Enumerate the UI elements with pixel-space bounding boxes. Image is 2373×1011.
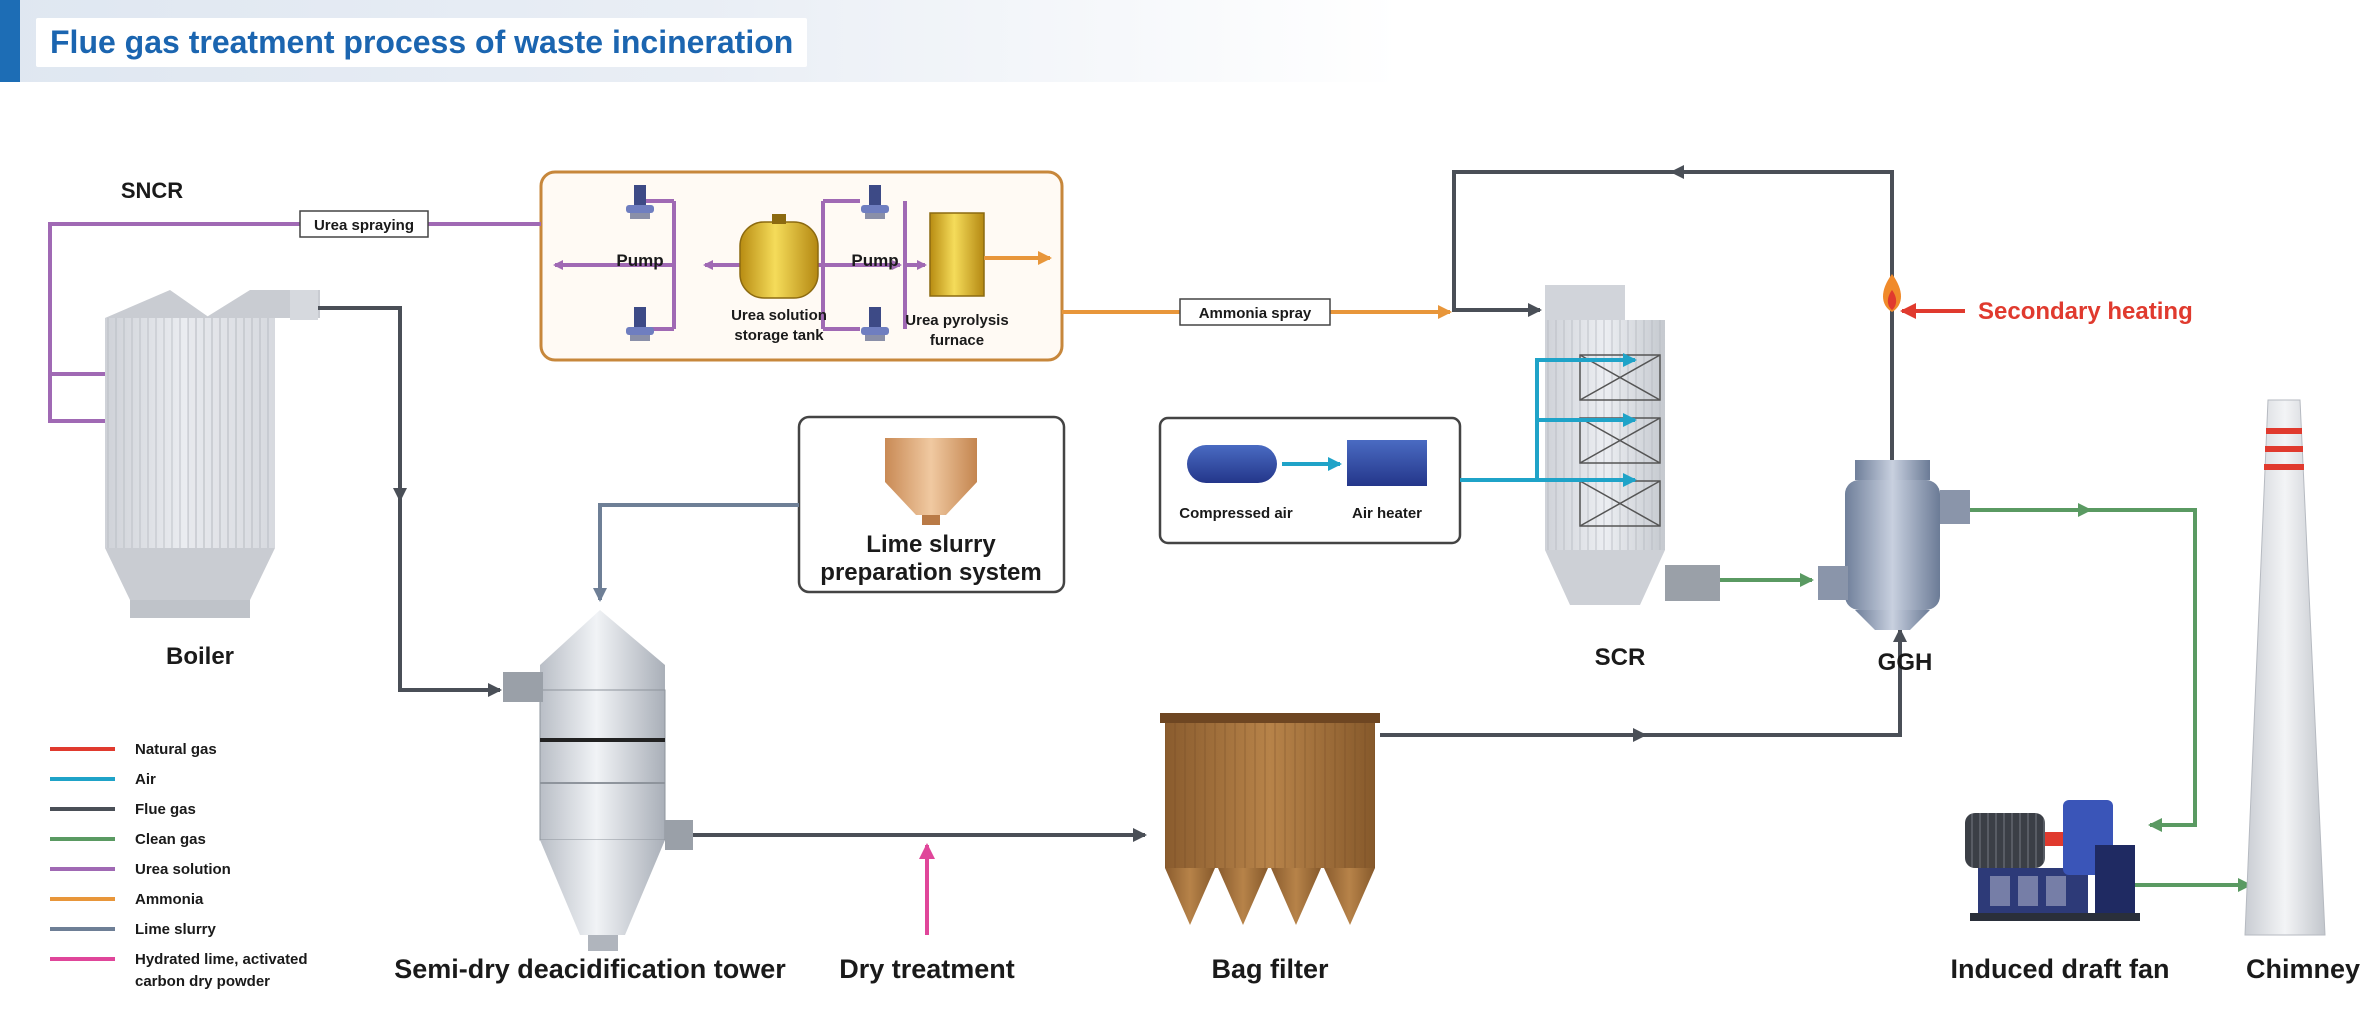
flue-gas-line-boiler-tower — [318, 306, 502, 697]
legend-item-air: Air — [50, 771, 156, 788]
pump-icon — [861, 185, 889, 341]
legend-item-urea-solution: Urea solution — [50, 861, 231, 878]
bag-filter-label: Bag filter — [1211, 954, 1329, 984]
legend: Natural gas Air Flue gas Clean gas Urea … — [50, 741, 308, 990]
legend-label: Lime slurry — [135, 921, 217, 938]
lime-slurry-label-line2: preparation system — [820, 559, 1041, 586]
bag-filter-icon — [1160, 713, 1380, 925]
legend-label: Clean gas — [135, 831, 206, 848]
induced-draft-fan-label: Induced draft fan — [1950, 954, 2169, 984]
legend-label: Hydrated lime, activated — [135, 951, 308, 968]
chimney-label: Chimney — [2246, 954, 2360, 984]
clean-gas-line-ggh-fan — [1970, 503, 2197, 832]
urea-tank-label-line1: Urea solution — [731, 307, 827, 324]
pump-right-label: Pump — [851, 251, 898, 270]
induced-draft-fan-icon — [1965, 800, 2140, 921]
lime-slurry-label-line1: Lime slurry — [866, 531, 996, 558]
flame-icon — [1883, 274, 1901, 312]
pyrolysis-label-line1: Urea pyrolysis — [905, 312, 1008, 329]
pump-icon — [626, 185, 654, 341]
sncr-label: SNCR — [121, 178, 183, 203]
air-heater-icon — [1347, 440, 1427, 486]
boiler-label: Boiler — [166, 643, 234, 670]
pump-left-label: Pump — [616, 251, 663, 270]
flue-gas-loop-line — [1452, 165, 1894, 465]
legend-label: Urea solution — [135, 861, 231, 878]
boiler-icon — [105, 290, 320, 618]
ammonia-spray-tag: Ammonia spray — [1179, 298, 1331, 326]
air-line-to-scr — [1460, 353, 1637, 487]
urea-solution-lines — [48, 199, 927, 426]
ggh-icon — [1818, 460, 1970, 630]
urea-spraying-label: Urea spraying — [314, 217, 414, 234]
lime-hopper-icon — [885, 438, 977, 525]
urea-storage-tank-icon — [739, 214, 819, 299]
legend-label: Air — [135, 771, 156, 788]
legend-item-flue-gas: Flue gas — [50, 801, 196, 818]
legend-label-line2: carbon dry powder — [135, 973, 270, 990]
urea-tank-label-line2: storage tank — [734, 327, 824, 344]
legend-item-dry-powder: Hydrated lime, activated carbon dry powd… — [50, 951, 308, 990]
title-accent-bar — [0, 0, 20, 82]
ammonia-spray-label: Ammonia spray — [1199, 305, 1312, 322]
lime-slurry-line — [593, 503, 799, 602]
compressed-air-label: Compressed air — [1179, 505, 1293, 522]
title-banner: Flue gas treatment process of waste inci… — [0, 0, 1400, 82]
pyrolysis-furnace-icon — [929, 212, 985, 297]
air-heater-label: Air heater — [1352, 505, 1422, 522]
legend-label: Ammonia — [135, 891, 204, 908]
urea-spraying-tag: Urea spraying — [299, 210, 429, 238]
flue-gas-line-bag-ggh — [1380, 628, 1907, 742]
scr-reactor-icon — [1545, 285, 1720, 605]
dry-treatment-label: Dry treatment — [839, 954, 1015, 984]
legend-item-natural-gas: Natural gas — [50, 741, 217, 758]
legend-item-lime-slurry: Lime slurry — [50, 921, 217, 938]
deacidification-tower-icon — [503, 610, 693, 951]
chimney-icon — [2244, 399, 2326, 936]
secondary-heating-label: Secondary heating — [1978, 298, 2193, 325]
tower-label: Semi-dry deacidification tower — [394, 954, 786, 984]
ggh-label: GGH — [1878, 649, 1933, 676]
page-title: Flue gas treatment process of waste inci… — [36, 18, 808, 67]
legend-label: Flue gas — [135, 801, 196, 818]
legend-item-ammonia: Ammonia — [50, 891, 204, 908]
pyrolysis-label-line2: furnace — [930, 332, 984, 349]
compressed-air-tank-icon — [1187, 445, 1277, 483]
legend-label: Natural gas — [135, 741, 217, 758]
legend-item-clean-gas: Clean gas — [50, 831, 206, 848]
scr-label: SCR — [1595, 644, 1646, 671]
